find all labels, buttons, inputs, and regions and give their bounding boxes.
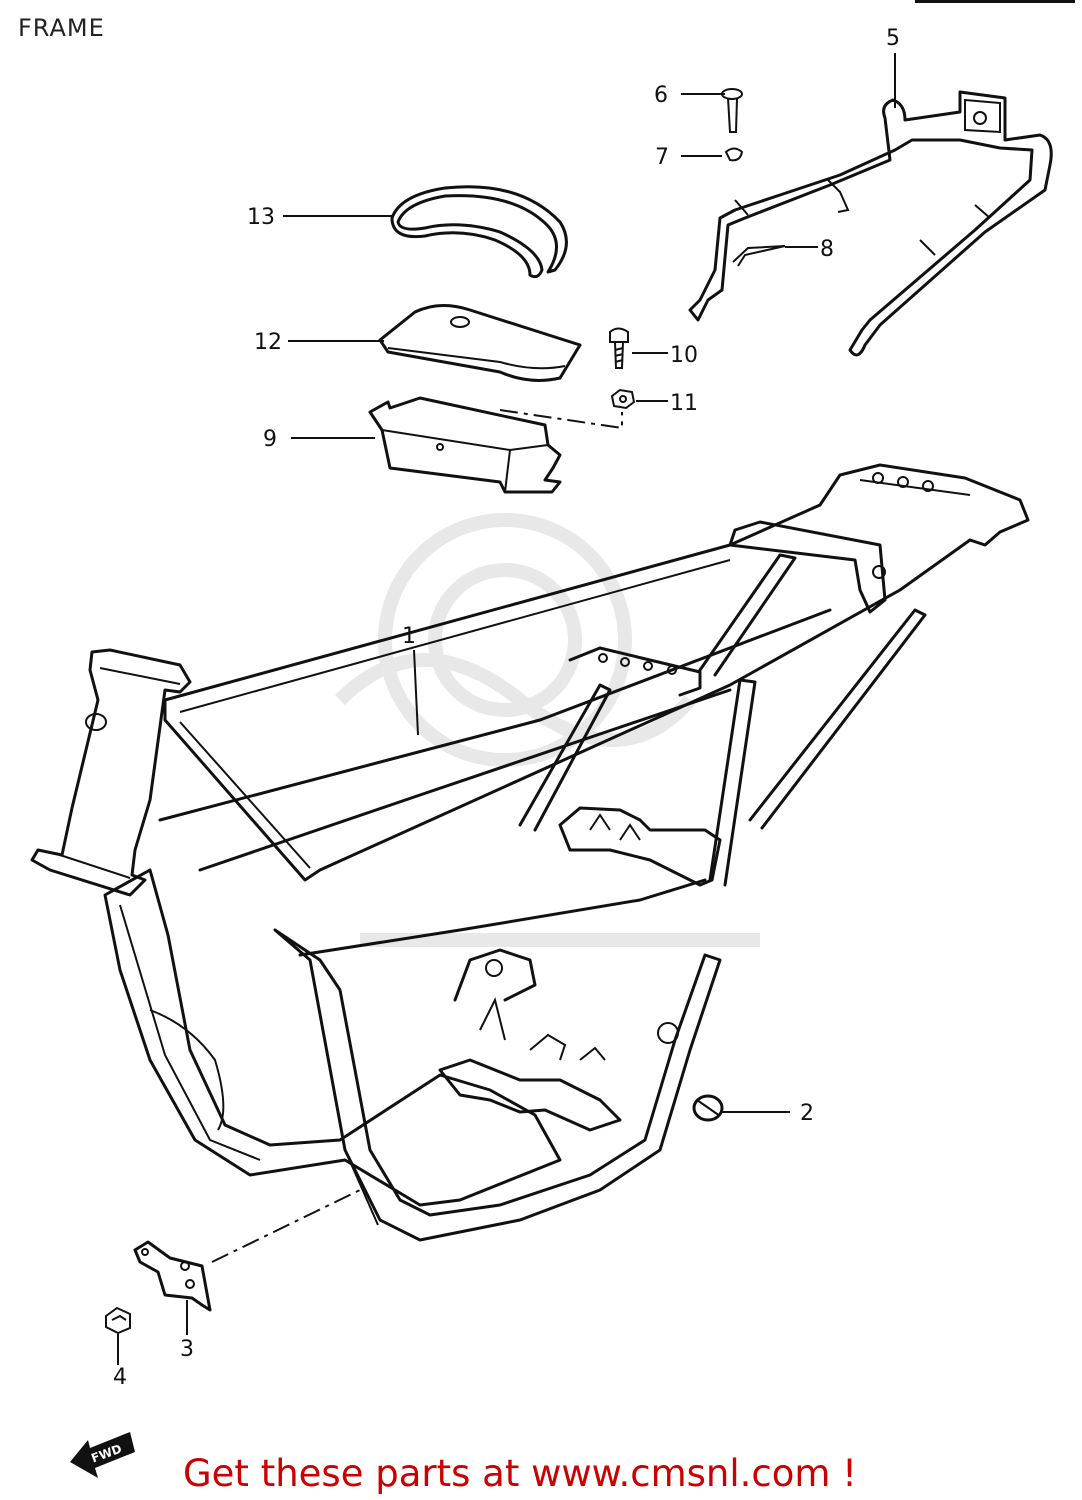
bolt-10-part	[609, 327, 629, 369]
cap-part	[692, 1094, 724, 1122]
callout-12: 12	[254, 330, 282, 355]
callout-13: 13	[247, 205, 275, 230]
forward-direction-arrow: FWD	[70, 1432, 135, 1478]
clip-part	[724, 147, 744, 162]
callout-7: 7	[655, 145, 669, 170]
leader-lines	[117, 53, 896, 1365]
callout-2: 2	[800, 1101, 814, 1126]
spring-clip-part	[732, 245, 786, 267]
callout-9: 9	[263, 427, 277, 452]
bracket-part	[133, 1189, 361, 1312]
page-title: FRAME	[18, 14, 105, 42]
callout-11: 11	[670, 391, 698, 416]
watermark-logo	[335, 513, 760, 947]
callout-5: 5	[886, 26, 900, 51]
callout-labels: 1 2 3 4 5 6 7 8 9 10 11 12 13	[113, 26, 900, 1390]
main-frame-part	[30, 463, 1030, 1242]
callout-10: 10	[670, 343, 698, 368]
cover-part	[378, 304, 582, 382]
callout-3: 3	[180, 1337, 194, 1362]
callout-1: 1	[402, 624, 416, 649]
seat-rail-part	[688, 90, 1053, 357]
battery-box-part	[368, 396, 623, 494]
pin-part	[721, 88, 743, 133]
callout-4: 4	[113, 1365, 127, 1390]
nut-11-part	[610, 388, 636, 410]
bolt-4-part	[105, 1306, 131, 1335]
top-rule	[915, 0, 1075, 3]
callout-6: 6	[654, 83, 668, 108]
footer-link-text[interactable]: Get these parts at www.cmsnl.com !	[183, 1452, 858, 1495]
callout-8: 8	[820, 237, 834, 262]
band-part	[390, 185, 568, 279]
